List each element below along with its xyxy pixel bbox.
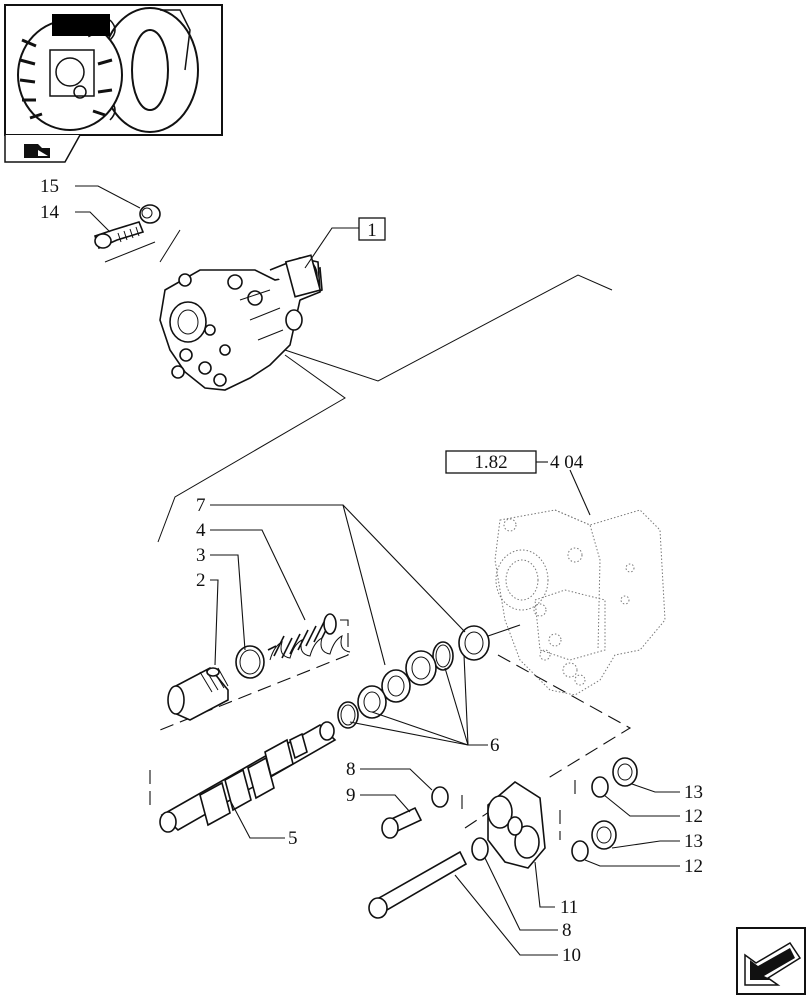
plug-part [167, 666, 229, 721]
callout-6: 6 [490, 735, 500, 756]
callout-2: 2 [196, 570, 206, 591]
valve-assembly-top [93, 204, 323, 391]
callout-3: 3 [196, 545, 206, 566]
callout-12-lower: 12 [684, 856, 703, 877]
callout-13-lower: 13 [684, 831, 703, 852]
washer-part-8b [471, 837, 489, 861]
ref-box-label: 1 [367, 220, 377, 241]
callout-13-upper: 13 [684, 782, 703, 803]
callout-8-upper: 8 [346, 759, 356, 780]
long-bolt-part [368, 850, 558, 956]
ref-code-suffix: 4 04 [550, 452, 584, 473]
seal-rings [337, 625, 490, 729]
block-part [487, 781, 555, 908]
callout-14: 14 [40, 202, 60, 223]
seal-13b [591, 820, 617, 850]
callout-12-upper: 12 [684, 806, 703, 827]
ref-box [358, 217, 386, 241]
callout-7: 7 [196, 495, 206, 516]
bolt-part [381, 806, 423, 839]
tractor-thumbnail[interactable] [4, 4, 223, 136]
screw-part [93, 221, 145, 250]
seal-13a [612, 757, 638, 787]
spool-part [159, 721, 337, 839]
callout-5: 5 [288, 828, 298, 849]
ref-code-box-label: 1.82 [474, 452, 507, 473]
washer-part [139, 204, 161, 224]
callout-11: 11 [560, 897, 578, 918]
callout-4: 4 [196, 520, 206, 541]
callout-9: 9 [346, 785, 356, 806]
oring-12b [571, 840, 589, 862]
callout-15: 15 [40, 176, 59, 197]
spring-part [267, 613, 351, 661]
washer-part-8 [431, 786, 449, 808]
next-page-arrow-icon[interactable] [736, 927, 806, 995]
callout-10: 10 [562, 945, 581, 966]
folder-arrow-icon[interactable] [4, 134, 81, 163]
oring-12a [591, 776, 609, 798]
ghost-housing [494, 509, 666, 696]
callout-8-lower: 8 [562, 920, 572, 941]
